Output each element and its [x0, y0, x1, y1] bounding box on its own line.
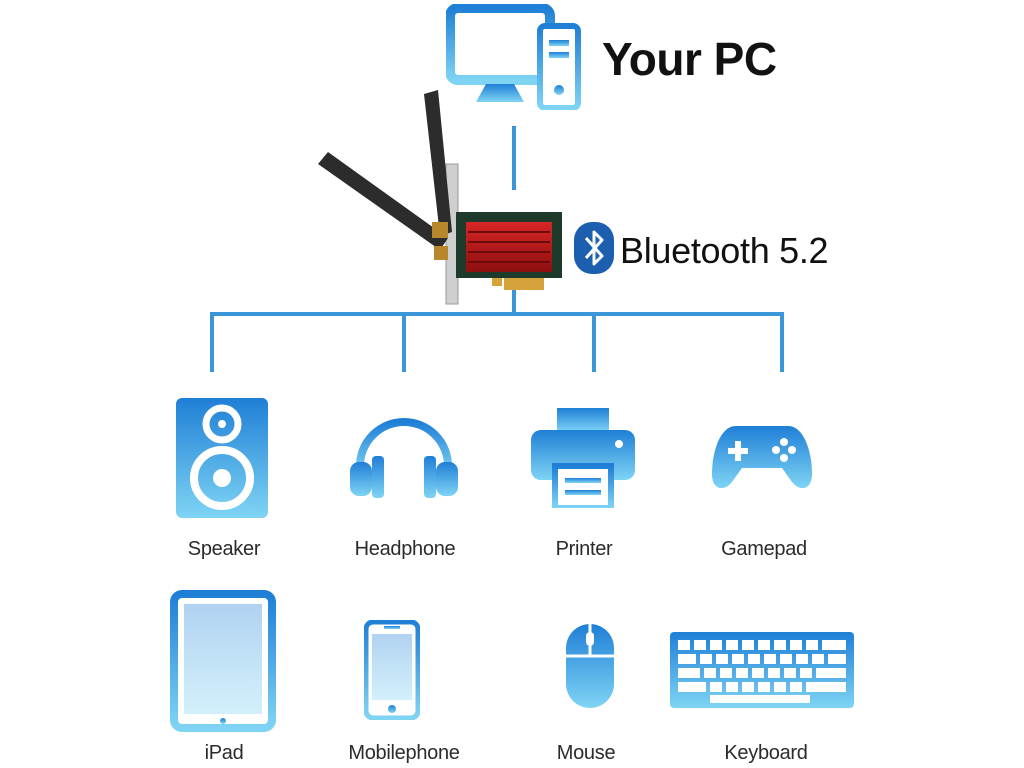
device-label-gamepad: Gamepad: [721, 538, 807, 560]
headphone-icon: [350, 418, 458, 498]
gamepad-icon: [712, 426, 812, 489]
device-label-printer: Printer: [555, 538, 613, 560]
phone-icon: [364, 620, 420, 720]
speaker-icon: [176, 398, 268, 518]
device-label-mobilephone: Mobilephone: [348, 742, 460, 764]
tablet-icon: [170, 590, 276, 732]
computer-icon: [446, 4, 581, 110]
printer-icon: [531, 408, 635, 508]
keyboard-icon: [670, 632, 854, 708]
bluetooth-icon: [574, 222, 614, 274]
device-label-mouse: Mouse: [556, 742, 616, 764]
device-label-speaker: Speaker: [187, 538, 261, 560]
page-title: Your PC: [602, 33, 777, 85]
mouse-icon: [566, 624, 614, 708]
bluetooth-version-label: Bluetooth 5.2: [620, 230, 829, 271]
connection-lines: [210, 126, 784, 372]
device-label-keyboard: Keyboard: [724, 742, 808, 764]
device-label-ipad: iPad: [204, 742, 244, 764]
device-label-headphone: Headphone: [354, 538, 456, 560]
pcie-card-image: [318, 90, 562, 305]
